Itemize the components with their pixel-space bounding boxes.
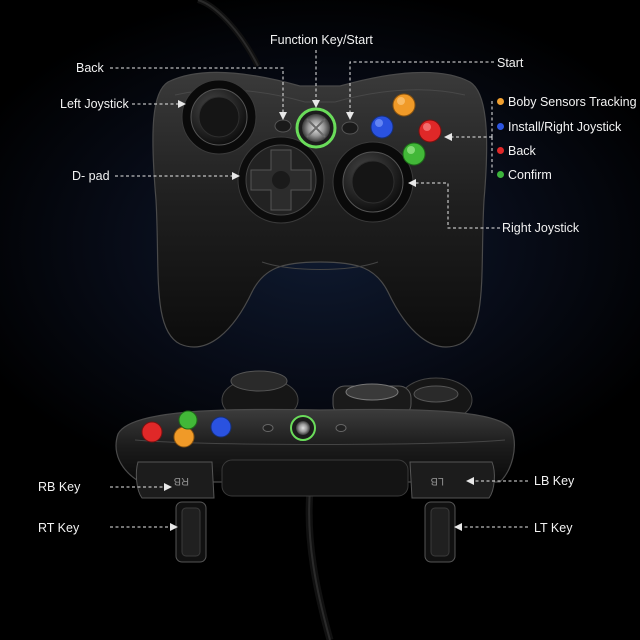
rb-mark: RB bbox=[174, 475, 189, 487]
leader-lines bbox=[110, 50, 528, 528]
back-button bbox=[274, 119, 292, 133]
blue-button bbox=[370, 115, 394, 139]
arrowheads bbox=[164, 100, 474, 531]
label-function-key: Function Key/Start bbox=[270, 33, 373, 47]
lb-bumper: LB bbox=[409, 461, 495, 499]
legend-dot-green bbox=[497, 171, 504, 178]
lt-trigger bbox=[424, 501, 456, 563]
legend-item-body-sensors: Boby Sensors Tracking bbox=[508, 95, 637, 109]
controller-front-view bbox=[152, 71, 488, 348]
legend-item-install: Install/Right Joystick bbox=[508, 120, 622, 134]
legend-item-confirm: Confirm bbox=[508, 168, 552, 182]
guide-button bbox=[295, 107, 337, 149]
left-joystick bbox=[181, 79, 257, 155]
label-lt-key: LT Key bbox=[534, 521, 573, 535]
legend-dot-blue bbox=[497, 123, 504, 130]
label-rb-key: RB Key bbox=[38, 480, 81, 494]
orange-button bbox=[392, 93, 416, 117]
lb-mark: LB bbox=[431, 475, 444, 487]
rt-trigger bbox=[175, 501, 207, 563]
cable-top bbox=[196, 0, 261, 68]
label-left-joystick: Left Joystick bbox=[60, 97, 129, 111]
right-joystick bbox=[332, 141, 414, 223]
label-rt-key: RT Key bbox=[38, 521, 80, 535]
controller-rear-view: RB LB bbox=[115, 370, 515, 640]
d-pad bbox=[237, 136, 325, 224]
rb-bumper: RB bbox=[135, 461, 215, 499]
start-button bbox=[341, 121, 359, 135]
face-buttons bbox=[370, 93, 442, 166]
label-lb-key: LB Key bbox=[534, 474, 575, 488]
legend-dot-orange bbox=[497, 98, 504, 105]
label-right-joystick: Right Joystick bbox=[502, 221, 580, 235]
legend-item-back: Back bbox=[508, 144, 536, 158]
green-button bbox=[402, 142, 426, 166]
label-d-pad: D- pad bbox=[72, 169, 110, 183]
label-back: Back bbox=[76, 61, 104, 75]
legend-dot-red bbox=[497, 147, 504, 154]
red-button bbox=[418, 119, 442, 143]
label-start: Start bbox=[497, 56, 524, 70]
